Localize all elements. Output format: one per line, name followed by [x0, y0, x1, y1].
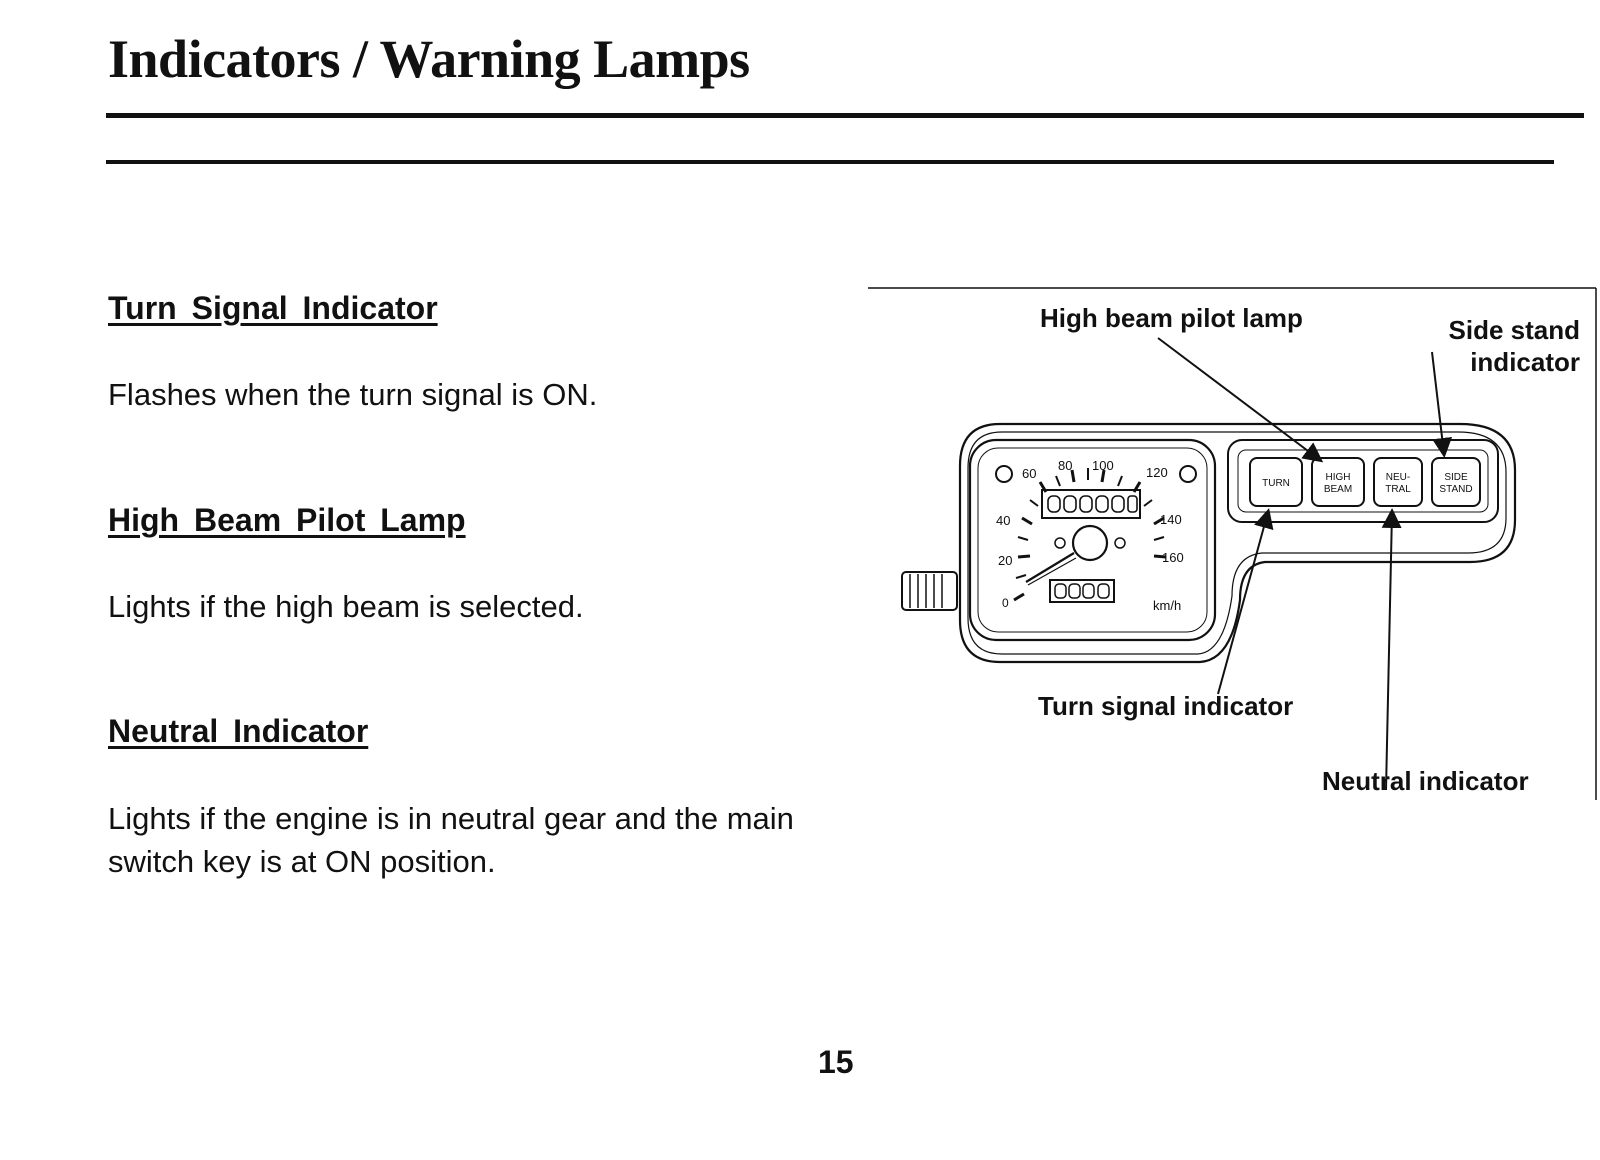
speed-label-100: 100 [1092, 458, 1114, 473]
side-stand-lamp-label-2: STAND [1439, 484, 1472, 495]
neutral-lamp-label-2: TRAL [1385, 484, 1411, 495]
speed-label-80: 80 [1058, 458, 1072, 473]
turn-signal-description: Flashes when the turn signal is ON. [108, 377, 598, 412]
side-stand-callout: Side stand indicator [1448, 315, 1580, 377]
high-beam-callout: High beam pilot lamp [1040, 303, 1303, 333]
speed-label-160: 160 [1162, 550, 1184, 565]
page-number: 15 [818, 1044, 854, 1080]
speed-label-120: 120 [1146, 465, 1168, 480]
high-beam-lamp-label-1: HIGH [1326, 472, 1351, 483]
page-title: Indicators / Warning Lamps [108, 29, 750, 89]
high-beam-lamp [1311, 457, 1365, 507]
title-rule-bottom [106, 160, 1554, 164]
title-rule-top [106, 113, 1584, 118]
high-beam-lamp-label-2: BEAM [1324, 484, 1352, 495]
neutral-callout: Neutral indicator [1322, 766, 1529, 796]
turn-lamp-label: TURN [1262, 478, 1290, 489]
side-stand-lamp [1431, 457, 1481, 507]
speed-label-60: 60 [1022, 466, 1036, 481]
speed-unit-label: km/h [1153, 598, 1181, 613]
speed-label-0: 0 [1002, 596, 1009, 610]
high-beam-description: Lights if the high beam is selected. [108, 589, 584, 624]
speed-label-40: 40 [996, 513, 1010, 528]
turn-signal-callout: Turn signal indicator [1038, 691, 1294, 721]
neutral-lamp [1373, 457, 1423, 507]
speed-label-140: 140 [1160, 512, 1182, 527]
turn-lamp [1249, 457, 1303, 507]
neutral-lamp-label-1: NEU- [1386, 472, 1410, 483]
turn-signal-heading: Turn Signal Indicator [108, 290, 438, 326]
neutral-description: Lights if the engine is in neutral gear … [108, 801, 794, 879]
turn-signal-leader [1217, 508, 1274, 695]
neutral-heading: Neutral Indicator [108, 713, 369, 749]
neutral-leader [1381, 508, 1402, 791]
high-beam-heading: High Beam Pilot Lamp [108, 502, 466, 538]
high-beam-leader [1157, 337, 1324, 463]
side-stand-lamp-label-1: SIDE [1444, 472, 1468, 483]
side-stand-leader [1431, 351, 1453, 458]
speed-label-20: 20 [998, 553, 1012, 568]
